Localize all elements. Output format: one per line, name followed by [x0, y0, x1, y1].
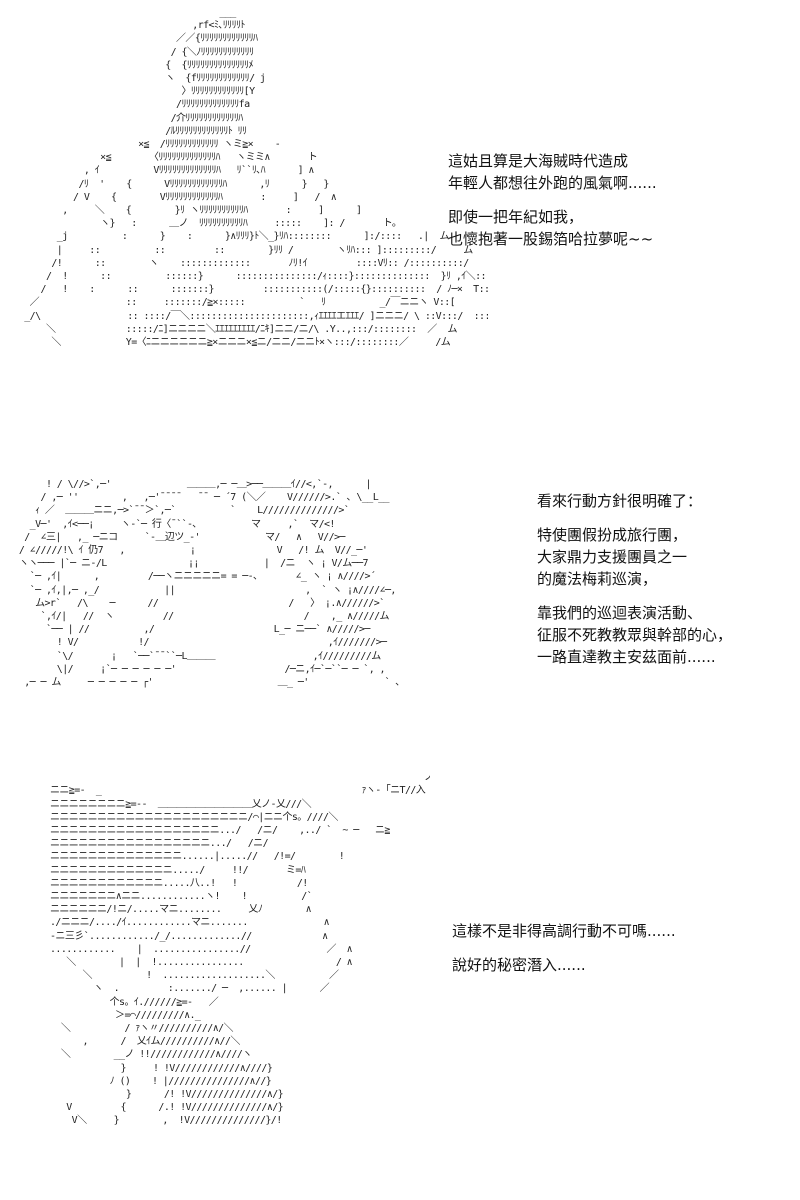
- panel-old-man: ___ ,rf<ﾐ､ﾘﾘﾘﾘﾄ ／／{ﾘﾘﾘﾘﾘﾘﾘﾘﾘﾘﾘﾘﾊ / {＼ﾉﾘﾘ…: [0, 0, 800, 440]
- dialogue-line: 這樣不是非得高調行動不可嗎......: [452, 922, 676, 940]
- dialogue-line: 說好的秘密潛入......: [452, 956, 586, 974]
- dialogue-line: 靠我們的巡迴表演活動、: [537, 604, 703, 622]
- ascii-art-old-man: ___ ,rf<ﾐ､ﾘﾘﾘﾘﾄ ／／{ﾘﾘﾘﾘﾘﾘﾘﾘﾘﾘﾘﾘﾊ / {＼ﾉﾘﾘ…: [24, 7, 488, 349]
- dialogue-line: 這姑且算是大海賊時代造成: [448, 152, 629, 170]
- dialogue-line: 征服不死教教眾與幹部的心，: [537, 626, 733, 644]
- panel-cloaked-figure: | ノ| ニニ≧=- _ ｧヽ-「ニT//入 ニニニニニニニニ≧=-- ＿＿＿＿…: [0, 750, 800, 1200]
- ascii-art-cloaked-figure: | ノ| ニニ≧=- _ ｧヽ-「ニT//入 ニニニニニニニニ≧=-- ＿＿＿＿…: [50, 759, 430, 1127]
- panel-group: ! / \//>`,─' ＿＿＿,─ ─＿>──＿＿＿ｲ//<,`-, | / …: [0, 470, 800, 750]
- dialogue-line: 看來行動方針很明確了：: [537, 492, 703, 510]
- dialogue-group: 看來行動方針很明確了： 特使團假扮成旅行團， 大家鼎力支援團員之一 的魔法梅莉巡…: [537, 490, 797, 680]
- dialogue-paragraph: 靠我們的巡迴表演活動、 征服不死教教眾與幹部的心， 一路直達教主安茲面前....…: [537, 602, 797, 668]
- dialogue-paragraph: 這樣不是非得高調行動不可嗎......: [452, 920, 772, 942]
- dialogue-line: 即使一把年紀如我，: [448, 208, 584, 226]
- dialogue-paragraph: 即使一把年紀如我， 也懷抱著一股錫箔哈拉夢呢~~: [448, 206, 788, 250]
- dialogue-line: 特使團假扮成旅行團，: [537, 526, 688, 544]
- dialogue-paragraph: 這姑且算是大海賊時代造成 年輕人都想往外跑的風氣啊......: [448, 150, 788, 194]
- dialogue-old-man: 這姑且算是大海賊時代造成 年輕人都想往外跑的風氣啊...... 即使一把年紀如我…: [448, 150, 788, 262]
- dialogue-line: 一路直達教主安茲面前......: [537, 648, 716, 666]
- dialogue-line: 大家鼎力支援團員之一: [537, 548, 688, 566]
- dialogue-paragraph: 特使團假扮成旅行團， 大家鼎力支援團員之一 的魔法梅莉巡演，: [537, 524, 797, 590]
- dialogue-line: 也懷抱著一股錫箔哈拉夢呢~~: [448, 230, 654, 248]
- ascii-art-group: ! / \//>`,─' ＿＿＿,─ ─＿>──＿＿＿ｲ//<,`-, | / …: [18, 479, 401, 689]
- dialogue-paragraph: 看來行動方針很明確了：: [537, 490, 797, 512]
- dialogue-cloaked-figure: 這樣不是非得高調行動不可嗎...... 說好的秘密潛入......: [452, 920, 772, 988]
- dialogue-line: 年輕人都想往外跑的風氣啊......: [448, 174, 657, 192]
- dialogue-paragraph: 說好的秘密潛入......: [452, 954, 772, 976]
- dialogue-line: 的魔法梅莉巡演，: [537, 570, 658, 588]
